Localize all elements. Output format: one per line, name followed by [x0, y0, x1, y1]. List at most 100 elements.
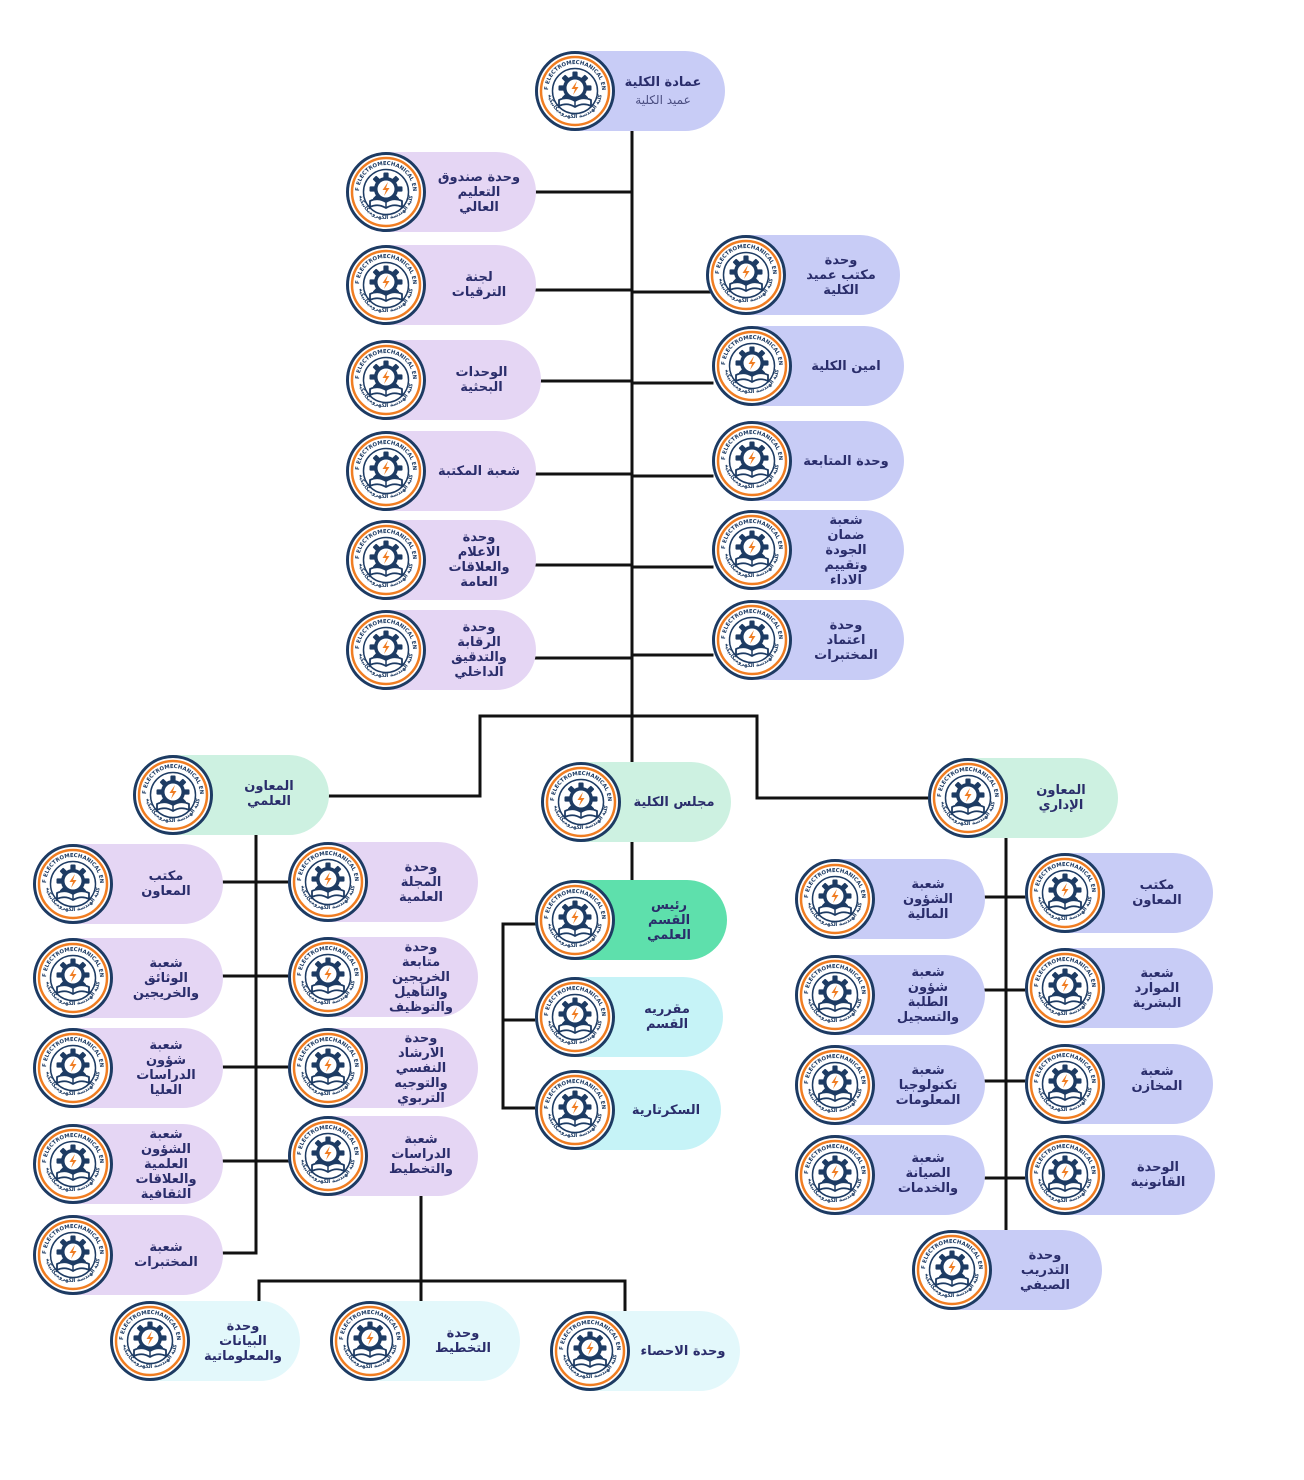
unit-node[interactable]: وحدة الارشاد النفسي والتوجيه التربوي — [288, 1028, 478, 1108]
unit-node[interactable]: وحدة اعتماد المختبرات — [712, 600, 904, 680]
unit-node[interactable]: وحدة التخطيط — [330, 1301, 520, 1381]
unit-label: شعبة ضمان الجودة وتقييم الاداء — [824, 512, 868, 588]
unit-label: مكتب المعاون — [141, 869, 191, 899]
college-logo-icon — [795, 1135, 875, 1215]
dean-subtitle: عميد الكلية — [635, 92, 691, 107]
unit-label: وحدة الاعلام والعلاقات العامة — [448, 530, 510, 590]
unit-node[interactable]: شعبة المخازن — [1025, 1044, 1213, 1124]
council-node[interactable]: مجلس الكلية — [541, 762, 731, 842]
college-logo-icon — [1025, 948, 1105, 1028]
unit-node[interactable]: السكرتارية — [535, 1070, 721, 1150]
college-logo-icon — [535, 880, 615, 960]
college-logo-icon — [346, 610, 426, 690]
council-title: مجلس الكلية — [633, 794, 715, 810]
college-logo-icon — [795, 955, 875, 1035]
unit-label: وحدة اعتماد المختبرات — [814, 617, 878, 663]
unit-label: شعبة المكتبة — [438, 463, 520, 479]
college-logo-icon — [330, 1301, 410, 1381]
admin-assistant-node[interactable]: المعاون الإداري — [928, 758, 1118, 838]
unit-label: وحدة الاحصاء — [640, 1343, 726, 1359]
unit-node[interactable]: شعبة شؤون الدراسات العليا — [33, 1028, 223, 1108]
department-head-title: رئيس القسم العلمي — [647, 897, 691, 943]
dean-title: عمادة الكلية — [624, 74, 702, 90]
unit-node[interactable]: شعبة الموارد البشرية — [1025, 948, 1213, 1028]
unit-label: امين الكلية — [811, 358, 881, 374]
unit-label: مكتب المعاون — [1132, 878, 1182, 908]
college-logo-icon — [346, 520, 426, 600]
college-logo-icon — [346, 152, 426, 232]
unit-node[interactable]: شعبة الوثائق والخريجين — [33, 938, 223, 1018]
unit-node[interactable]: وحدة متابعة الخريجين والتأهيل والتوظيف — [288, 937, 478, 1017]
unit-label: وحدة الارشاد النفسي والتوجيه التربوي — [394, 1030, 448, 1106]
unit-node[interactable]: لجنة الترقيات — [346, 245, 536, 325]
college-logo-icon — [346, 245, 426, 325]
unit-node[interactable]: شعبة تكنولوجيا المعلومات — [795, 1045, 985, 1125]
college-logo-icon — [133, 755, 213, 835]
unit-label: السكرتارية — [631, 1102, 701, 1118]
unit-node[interactable]: مقرريه القسم — [535, 977, 723, 1057]
unit-node[interactable]: شعبة المكتبة — [346, 431, 536, 511]
college-logo-icon — [1025, 1044, 1105, 1124]
unit-node[interactable]: الوحدة القانونية — [1025, 1135, 1215, 1215]
unit-label: شعبة المختبرات — [134, 1240, 198, 1270]
unit-node[interactable]: الوحدات البحثية — [346, 340, 541, 420]
unit-node[interactable]: وحدة التدريب الصيفي — [912, 1230, 1102, 1310]
college-logo-icon — [33, 1028, 113, 1108]
dean-node[interactable]: عمادة الكلية عميد الكلية — [535, 51, 725, 131]
college-logo-icon — [712, 326, 792, 406]
unit-node[interactable]: شعبة الشؤون العلمية والعلاقات الثقافية — [33, 1124, 223, 1204]
college-logo-icon — [928, 758, 1008, 838]
unit-node[interactable]: شعبة الصيانة والخدمات — [795, 1135, 985, 1215]
unit-node[interactable]: وحدة مكتب عميد الكلية — [706, 235, 900, 315]
unit-node[interactable]: شعبة الشؤون المالية — [795, 859, 985, 939]
unit-label: شعبة الموارد البشرية — [1132, 965, 1182, 1011]
college-logo-icon — [33, 1124, 113, 1204]
unit-node[interactable]: وحدة البيانات والمعلوماتية — [110, 1301, 300, 1381]
unit-node[interactable]: وحدة الرقابة والتدقيق الداخلي — [346, 610, 536, 690]
unit-node[interactable]: وحدة الاعلام والعلاقات العامة — [346, 520, 536, 600]
unit-label: وحدة مكتب عميد الكلية — [806, 252, 876, 298]
unit-node[interactable]: شعبة الدراسات والتخطيط — [288, 1116, 478, 1196]
unit-node[interactable]: مكتب المعاون — [33, 844, 223, 924]
unit-node[interactable]: وحدة الاحصاء — [550, 1311, 740, 1391]
college-logo-icon — [288, 1116, 368, 1196]
unit-node[interactable]: شعبة ضمان الجودة وتقييم الاداء — [712, 510, 904, 590]
unit-label: مقرريه القسم — [644, 1002, 690, 1032]
unit-node[interactable]: وحدة صندوق التعليم العالي — [346, 152, 536, 232]
unit-label: وحدة المتابعة — [803, 453, 889, 469]
college-logo-icon — [712, 600, 792, 680]
unit-label: شعبة الشؤون المالية — [903, 876, 953, 922]
college-logo-icon — [1025, 1135, 1105, 1215]
unit-label: وحدة التخطيط — [435, 1326, 491, 1356]
college-logo-icon — [110, 1301, 190, 1381]
unit-label: شعبة المخازن — [1131, 1064, 1183, 1094]
unit-node[interactable]: مكتب المعاون — [1025, 853, 1213, 933]
college-logo-icon — [535, 1070, 615, 1150]
unit-label: وحدة صندوق التعليم العالي — [437, 169, 521, 215]
admin-assistant-title: المعاون الإداري — [1036, 783, 1086, 813]
college-logo-icon — [712, 421, 792, 501]
unit-node[interactable]: وحدة المتابعة — [712, 421, 904, 501]
unit-label: وحدة متابعة الخريجين والتأهيل والتوظيف — [389, 939, 453, 1015]
college-logo-icon — [795, 1045, 875, 1125]
college-logo-icon — [288, 1028, 368, 1108]
unit-label: شعبة شؤون الدراسات العليا — [136, 1038, 196, 1098]
department-head-node[interactable]: رئيس القسم العلمي — [535, 880, 727, 960]
college-logo-icon — [795, 859, 875, 939]
college-logo-icon — [33, 844, 113, 924]
scientific-assistant-node[interactable]: المعاون العلمي — [133, 755, 329, 835]
college-logo-icon — [346, 431, 426, 511]
unit-label: وحدة الرقابة والتدقيق الداخلي — [451, 620, 507, 680]
college-logo-icon — [1025, 853, 1105, 933]
unit-label: شعبة الصيانة والخدمات — [897, 1151, 959, 1196]
unit-node[interactable]: شعبة المختبرات — [33, 1215, 223, 1295]
unit-node[interactable]: شعبة شؤون الطلبة والتسجيل — [795, 955, 985, 1035]
college-logo-icon — [288, 937, 368, 1017]
college-logo-icon — [712, 510, 792, 590]
unit-label: وحدة البيانات والمعلوماتية — [204, 1318, 282, 1364]
unit-node[interactable]: امين الكلية — [712, 326, 904, 406]
unit-node[interactable]: وحدة المجلة العلمية — [288, 842, 478, 922]
scientific-assistant-title: المعاون العلمي — [244, 779, 294, 809]
unit-label: وحدة التدريب الصيفي — [1020, 1247, 1070, 1293]
